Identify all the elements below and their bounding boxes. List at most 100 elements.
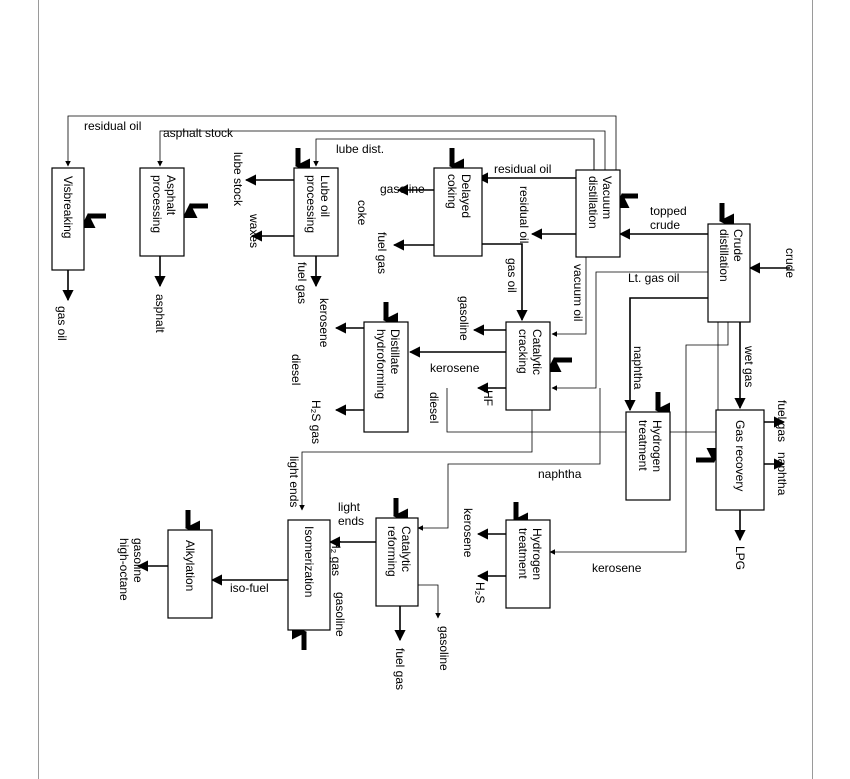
- unit-box: [707, 223, 751, 323]
- label-lube-dist: lube dist.: [336, 142, 384, 156]
- unit-label: Hydrogen treatment: [636, 420, 664, 475]
- unit-isomerization: Isomerization: [287, 519, 331, 631]
- label-gr-fuel-gas: fuel gas: [775, 400, 789, 442]
- label-iso-fuel: iso-fuel: [230, 581, 269, 595]
- unit-label: Isomerization: [302, 526, 316, 597]
- label-residual-oil-cc: residual oil: [517, 186, 531, 243]
- unit-box: [433, 167, 483, 257]
- asphalt-stock-line: [157, 130, 606, 170]
- lt-gas-oil-line: [551, 271, 708, 391]
- label-reforming-fuel-gas: fuel gas: [393, 648, 407, 690]
- vacuum-oil-line: [551, 257, 587, 337]
- unit-hydrogen-treatment-1: Hydrogen treatment: [625, 411, 671, 501]
- label-coke: coke: [355, 200, 369, 226]
- stream-labels: residual oil asphalt stock lube dist. re…: [55, 119, 797, 690]
- label-h2s-gas: H₂S gas: [309, 400, 323, 444]
- unit-box: [363, 321, 409, 433]
- unit-vacuum-distillation: Vacuum distillation: [575, 169, 621, 258]
- label-crude: crude: [783, 248, 797, 278]
- unit-gas-recovery: Gas recovery: [715, 409, 765, 511]
- unit-visbreaking: Visbreaking: [51, 167, 85, 271]
- unit-box: [505, 321, 551, 411]
- label-dh-diesel: diesel: [289, 354, 303, 385]
- unit-label: Visbreaking: [61, 176, 75, 238]
- label-naphtha-vertical: naphtha: [631, 346, 645, 390]
- unit-box: [715, 409, 765, 511]
- unit-crude-distillation: Crude distillation: [707, 223, 751, 323]
- label-topped-crude-1: topped: [650, 204, 687, 218]
- label-reforming-gasoline: gasoline: [333, 592, 347, 637]
- label-h2-gas: H₂ gas: [329, 540, 343, 576]
- page-border-left: [38, 0, 39, 779]
- ref-gasoline-arrow: [418, 584, 441, 619]
- label-naphtha: naphtha: [538, 467, 582, 481]
- label-coking-gasoline: gasoline: [380, 182, 425, 196]
- unit-label: Gas recovery: [733, 420, 747, 491]
- label-light-ends-2: ends: [338, 514, 364, 528]
- diesel-feed-line: [446, 322, 719, 433]
- label-cc-diesel: diesel: [427, 392, 441, 423]
- unit-asphalt-processing: Asphalt processing: [139, 167, 185, 257]
- unit-label: Delayed coking: [445, 174, 473, 221]
- label-residual-oil: residual oil: [84, 119, 141, 133]
- label-ht-kerosene: kerosene: [461, 508, 475, 558]
- unit-box: [287, 519, 331, 631]
- label-light-ends: light ends: [287, 456, 301, 507]
- label-residual-oil-coking: residual oil: [494, 162, 551, 176]
- label-cc-kerosene: kerosene: [430, 361, 480, 375]
- label-wet-gas: wet gas: [742, 345, 756, 387]
- unit-distillate-hydroforming: Distillate hydroforming: [363, 321, 409, 433]
- unit-lube-oil-processing: Lube oil processing: [293, 167, 339, 257]
- unit-label: Alkylation: [183, 540, 197, 591]
- unit-label: Hydrogen treatment: [516, 528, 544, 583]
- naphtha-reforming-line: [417, 388, 601, 531]
- unit-alkylation: Alkylation: [167, 529, 213, 619]
- flow-lines: [62, 115, 790, 642]
- label-gasoline-out: gasoline: [437, 626, 451, 671]
- unit-catalytic-reforming: Catalytic reforming: [375, 517, 419, 607]
- label-lt-gas-oil: Lt. gas oil: [628, 271, 679, 285]
- unit-hydrogen-treatment-2: Hydrogen treatment: [505, 519, 551, 609]
- page-border-right: [812, 0, 813, 779]
- unit-label: Crude distillation: [717, 229, 745, 282]
- naphtha-line: [624, 297, 708, 412]
- unit-box: [51, 167, 85, 271]
- unit-label: Lube oil processing: [304, 175, 332, 233]
- label-lube-fuel-gas: fuel gas: [295, 262, 309, 304]
- label-asphalt: asphalt: [153, 294, 167, 333]
- unit-box: [625, 411, 671, 501]
- gas-oil-line: [482, 243, 528, 322]
- label-vis-gas-oil: gas oil: [55, 306, 69, 341]
- unit-box: [139, 167, 185, 257]
- unit-label: Catalytic reforming: [385, 526, 413, 577]
- label-ht-h2s: H₂S: [473, 582, 487, 603]
- residual-oil-visbreaking-line: [65, 115, 617, 170]
- unit-box: [167, 529, 213, 619]
- label-dh-kerosene: kerosene: [317, 298, 331, 348]
- label-lpg: LPG: [733, 546, 747, 570]
- unit-label: Catalytic cracking: [516, 329, 544, 378]
- unit-box: [375, 517, 419, 607]
- energy-input-arrows: [80, 148, 734, 650]
- label-hf: HF: [481, 390, 495, 406]
- label-waxes: waxes: [247, 213, 261, 248]
- label-gas-oil-cc: gas oil: [505, 258, 519, 293]
- label-lube-stock: lube stock: [231, 152, 245, 207]
- unit-box: [293, 167, 339, 257]
- unit-label: Distillate hydroforming: [374, 329, 402, 399]
- unit-label: Asphalt processing: [150, 175, 178, 233]
- unit-box: [575, 169, 621, 258]
- kerosene-line: [549, 322, 729, 555]
- unit-delayed-coking: Delayed coking: [433, 167, 483, 257]
- unit-catalytic-cracking: Catalytic cracking: [505, 321, 551, 411]
- label-kerosene-ht: kerosene: [592, 561, 642, 575]
- label-high-octane-gasoline: high-octane gasoline: [117, 538, 145, 604]
- label-vacuum-oil: vacuum oil: [571, 264, 585, 321]
- label-gr-naphtha: naphtha: [775, 452, 789, 496]
- unit-label: Vacuum distillation: [586, 176, 614, 229]
- light-ends-line: [299, 410, 533, 511]
- label-cc-gasoline: gasoline: [457, 296, 471, 341]
- label-asphalt-stock: asphalt stock: [163, 126, 234, 140]
- label-topped-crude-2: crude: [650, 218, 680, 232]
